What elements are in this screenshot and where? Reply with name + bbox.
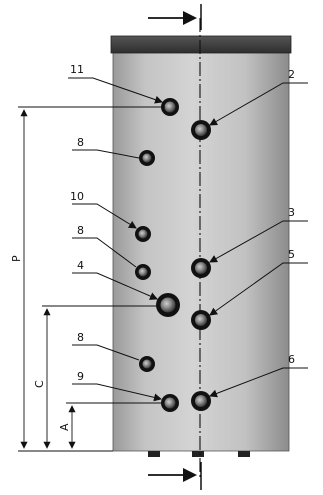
port-10 bbox=[135, 226, 151, 242]
callout-2: 2 bbox=[288, 68, 295, 81]
callout-8-middle: 8 bbox=[77, 224, 84, 237]
port-8-upper bbox=[139, 150, 155, 166]
callout-3: 3 bbox=[288, 206, 295, 219]
callout-9: 9 bbox=[77, 370, 84, 383]
dimension-a-label: A bbox=[58, 423, 71, 431]
callout-11: 11 bbox=[70, 63, 84, 76]
port-8-lower bbox=[139, 356, 155, 372]
port-2 bbox=[191, 120, 211, 140]
dimension-p-label: P bbox=[10, 255, 23, 262]
tank-body bbox=[112, 51, 290, 452]
tank-foot-left bbox=[148, 451, 160, 457]
dimension-c-label: C bbox=[33, 380, 46, 388]
bottom-inlet-arrow bbox=[148, 462, 202, 490]
dimension-c bbox=[42, 305, 158, 449]
port-9 bbox=[161, 394, 179, 412]
callout-8-upper: 8 bbox=[77, 136, 84, 149]
port-4 bbox=[156, 293, 180, 317]
port-8-middle bbox=[135, 264, 151, 280]
callout-6: 6 bbox=[288, 353, 295, 366]
connection-ports bbox=[135, 98, 211, 412]
top-inlet-arrow bbox=[148, 4, 202, 30]
leader-lines bbox=[68, 77, 308, 402]
callout-5: 5 bbox=[288, 248, 295, 261]
dimension-p bbox=[18, 106, 165, 452]
callout-8-lower: 8 bbox=[77, 331, 84, 344]
port-3 bbox=[191, 258, 211, 278]
tank-foot-right bbox=[238, 451, 250, 457]
tank-foot-center bbox=[192, 451, 204, 457]
port-6 bbox=[191, 391, 211, 411]
tank-lid bbox=[110, 35, 292, 54]
dimension-a bbox=[66, 402, 162, 449]
port-11 bbox=[161, 98, 179, 116]
callout-4: 4 bbox=[77, 259, 84, 272]
port-5 bbox=[191, 310, 211, 330]
callout-10: 10 bbox=[70, 190, 84, 203]
